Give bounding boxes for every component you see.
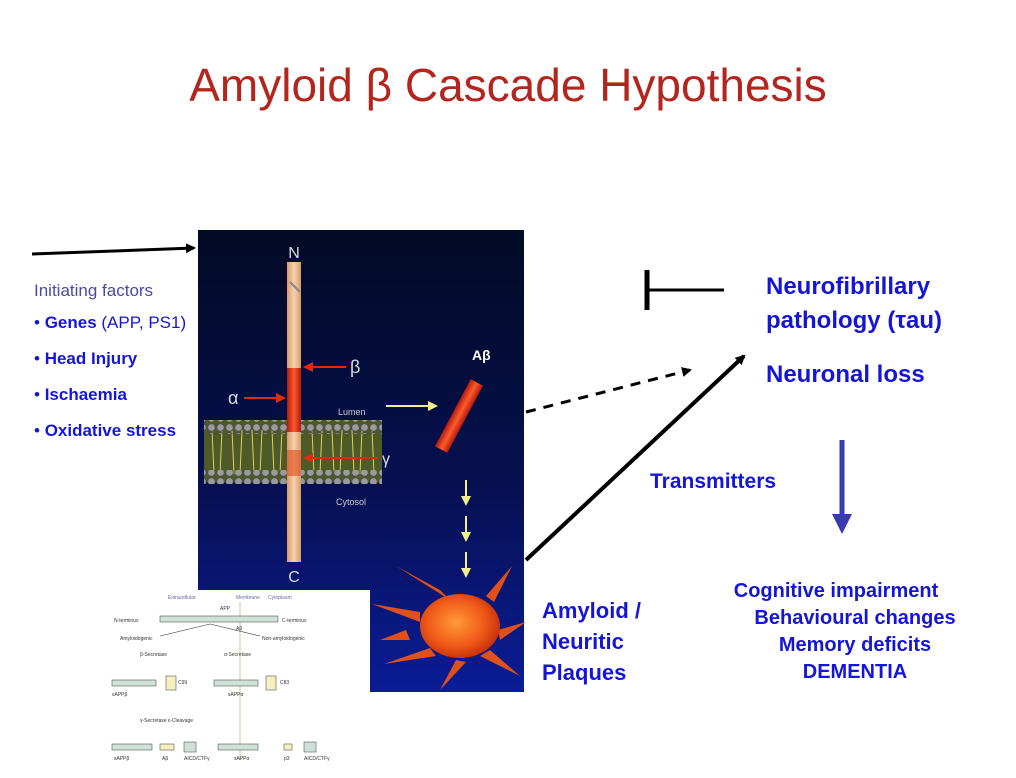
plaques-line3: Plaques	[542, 660, 627, 685]
inset-epsilon-cleavage: ε-Cleavage	[168, 718, 193, 724]
inset-sappa-2: sAPPα	[234, 756, 250, 762]
inset-c-terminus: C-terminus	[282, 618, 307, 624]
outcome-arrow-head	[832, 514, 852, 534]
outcome-item: Behavioural changes	[754, 607, 956, 629]
bullet: •	[34, 385, 40, 404]
app-processing-inset: Extracellular Membrane Cytoplasm APP N-t…	[104, 590, 370, 778]
inset-amyloidogenic: Amyloidogenic	[120, 636, 153, 642]
inset-app-label: APP	[220, 606, 231, 612]
inset-aicd-2: AICD/CTFγ	[304, 756, 330, 762]
abeta-segment	[287, 368, 301, 432]
bullet: •	[34, 349, 40, 368]
factor-head-injury-bold: Head Injury	[44, 349, 138, 368]
neurofibrillary-line2: pathology (τau)	[766, 307, 943, 334]
factor-genes-rest: (APP, PS1)	[96, 313, 187, 332]
c-terminus-label: C	[288, 569, 300, 586]
lumen-label: Lumen	[338, 407, 366, 417]
plaques-line1: Amyloid /	[542, 598, 642, 623]
inset-extracellular-label: Extracellular	[168, 595, 196, 601]
neuronal-loss: Neuronal loss	[766, 361, 925, 388]
abeta-fragment	[434, 379, 484, 453]
inset-beta-secretase: β-Secretase	[140, 652, 167, 658]
initiating-arrow	[31, 243, 196, 256]
factor-oxidative-stress-bold: Oxidative stress	[44, 421, 177, 440]
factor-ischaemia-bold: Ischaemia	[44, 385, 127, 404]
outcomes-list: Cognitive impairment Behavioural changes…	[700, 578, 1010, 686]
inset-cytoplasm-label: Cytoplasm	[268, 595, 292, 601]
amyloid-plaques-label: Amyloid / Neuritic Plaques	[542, 595, 641, 688]
initiating-factors-header: Initiating factors	[34, 281, 154, 300]
abeta-fragment-label: Aβ	[472, 347, 491, 363]
outcome-item: Memory deficits	[778, 634, 932, 656]
inset-sappa: sAPPα	[228, 692, 244, 698]
inset-abeta: Aβ	[236, 626, 242, 632]
transmitters-label: Transmitters	[650, 470, 777, 493]
cytosol-label: Cytosol	[336, 497, 366, 507]
outcome-item: Cognitive impairment	[733, 580, 939, 602]
inset-sappb-2: sAPPβ	[114, 756, 130, 762]
neurofibrillary-line1: Neurofibrillary	[766, 273, 931, 300]
inset-sappb: sAPPβ	[112, 692, 128, 698]
page-title: Amyloid β Cascade Hypothesis	[189, 59, 827, 111]
factor-genes: • Genes (APP, PS1)	[34, 312, 194, 334]
plaques-line2: Neuritic	[542, 629, 624, 654]
gamma-label: γ	[382, 451, 390, 468]
plaque-graphic	[372, 566, 526, 690]
inset-n-terminus: N-terminus	[114, 618, 139, 624]
inset-c83: C83	[280, 680, 289, 686]
inset-p3: p3	[284, 756, 290, 762]
beta-label: β	[350, 357, 360, 377]
alpha-label: α	[228, 388, 238, 408]
inset-alpha-secretase: α-Secretase	[224, 652, 251, 658]
n-terminus-label: N	[288, 245, 300, 262]
dashed-link-arrow	[525, 367, 692, 414]
factor-oxidative-stress: • Oxidative stress	[34, 420, 194, 442]
outcome-item: DEMENTIA	[802, 661, 908, 683]
factor-head-injury: • Head Injury	[34, 348, 194, 370]
bullet: •	[34, 421, 40, 440]
neurofibrillary-pathology: Neurofibrillary pathology (τau)	[766, 270, 1006, 338]
factor-ischaemia: • Ischaemia	[34, 384, 194, 406]
bullet: •	[34, 313, 40, 332]
inset-membrane-label: Membrane	[236, 595, 260, 601]
factor-genes-bold: Genes	[44, 313, 97, 332]
inset-non-amyloidogenic: Non-amyloidogenic	[262, 636, 305, 642]
inset-c99: C99	[178, 680, 187, 686]
inset-aicd: AICD/CTFγ	[184, 756, 210, 762]
plaque-to-pathology-arrow	[524, 354, 746, 562]
initiating-factors-list: Initiating factors • Genes (APP, PS1) • …	[34, 280, 194, 456]
inset-gamma-secretase: γ-Secretase	[140, 718, 167, 724]
inset-abeta-2: Aβ	[162, 756, 168, 762]
